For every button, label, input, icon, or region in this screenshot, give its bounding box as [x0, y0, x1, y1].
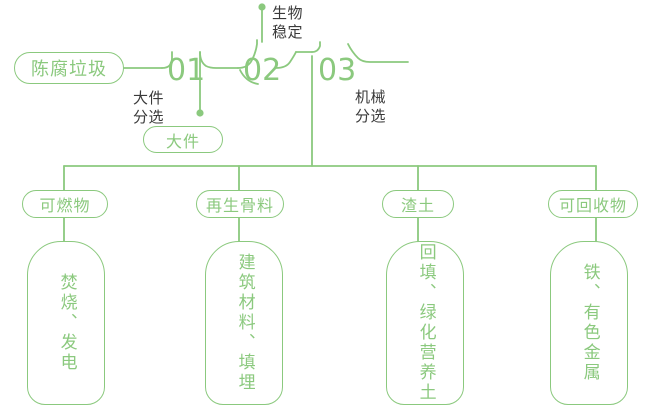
destination-text-combustible: 焚烧、发电: [56, 273, 77, 373]
stage-label-mechanical-sorting-line2: 分选: [355, 107, 387, 125]
dot-bio-label: [258, 3, 266, 11]
category-pill-recyclables[interactable]: 可回收物: [548, 190, 638, 218]
destination-box-recyclables[interactable]: 铁、有色金属: [550, 241, 628, 405]
destination-box-recycled-aggregate[interactable]: 建筑材料、填埋: [205, 241, 283, 405]
stage-number-01[interactable]: 01: [167, 53, 206, 88]
stage-label-bio-stabilization: 生物 稳定: [272, 4, 303, 42]
source-pill[interactable]: 陈腐垃圾: [14, 52, 124, 84]
destination-text-recyclables: 铁、有色金属: [579, 263, 600, 383]
category-pill-combustible[interactable]: 可燃物: [22, 190, 108, 218]
arc-left-of-01: [161, 51, 173, 69]
stage-label-bio-stabilization-line2: 稳定: [272, 23, 304, 41]
destination-text-residual-soil: 回填、绿化营养土: [415, 243, 436, 403]
arc-left-of-02: [237, 39, 258, 69]
category-pill-residual-soil[interactable]: 渣土: [382, 190, 454, 218]
destination-text-recycled-aggregate: 建筑材料、填埋: [234, 253, 255, 393]
dot-bulky-branch: [196, 109, 204, 117]
line-02-to-03-riser: [275, 51, 297, 69]
stage-label-bulky-sorting-line1: 大件: [133, 89, 165, 107]
line-03-tail: [347, 43, 409, 63]
line-01-to-02: [199, 51, 239, 69]
stage-label-mechanical-sorting: 机械 分选: [355, 88, 386, 126]
stage-label-bulky-sorting-line2: 分选: [133, 108, 165, 126]
stage-label-bulky-sorting: 大件 分选: [133, 89, 164, 127]
stage-number-02[interactable]: 02: [243, 53, 282, 88]
arc-under-02: [239, 69, 259, 85]
stage-label-bio-stabilization-line1: 生物: [272, 4, 304, 22]
category-pill-recycled-aggregate[interactable]: 再生骨料: [196, 190, 284, 218]
arc-left-of-03: [311, 41, 321, 53]
destination-box-residual-soil[interactable]: 回填、绿化营养土: [386, 241, 464, 405]
output-pill-bulky[interactable]: 大件: [143, 126, 223, 153]
destination-box-combustible[interactable]: 焚烧、发电: [27, 241, 105, 405]
stage-number-03[interactable]: 03: [318, 53, 357, 88]
stage-label-mechanical-sorting-line1: 机械: [355, 88, 387, 106]
